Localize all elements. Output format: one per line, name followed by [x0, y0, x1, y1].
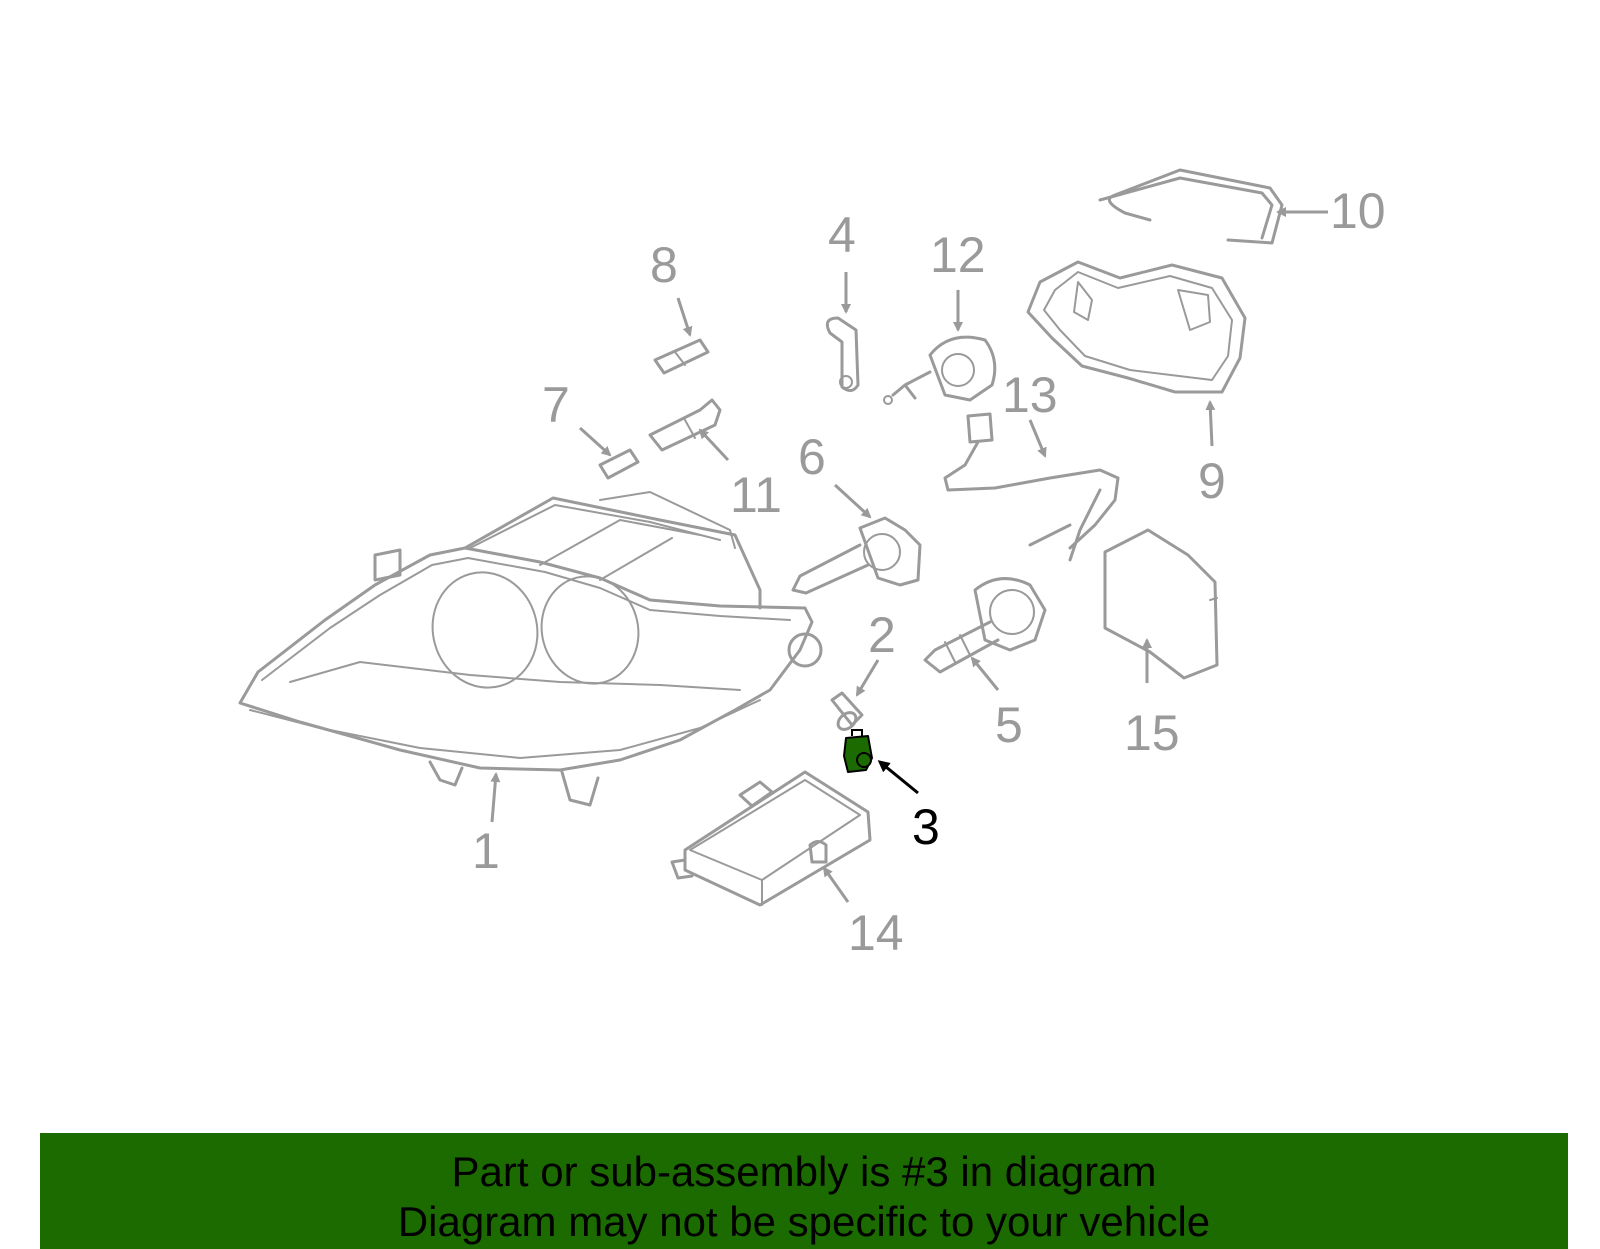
callout-5: 5 — [995, 697, 1023, 753]
part-13-wiring-harness[interactable] — [943, 412, 1120, 562]
callout-4: 4 — [828, 207, 856, 263]
callout-10: 10 — [1330, 183, 1386, 239]
part-1-headlamp-assembly[interactable] — [238, 491, 823, 807]
callout-6: 6 — [798, 429, 826, 485]
part-8-bulb[interactable] — [653, 338, 710, 375]
part-9-cover[interactable] — [1026, 260, 1247, 394]
callout-13: 13 — [1002, 367, 1058, 423]
callout-11: 11 — [730, 467, 782, 523]
part-5-xenon-bulb[interactable] — [923, 577, 1047, 674]
info-banner: Part or sub-assembly is #3 in diagram Di… — [40, 1133, 1568, 1249]
part-11-bulb[interactable] — [648, 398, 722, 452]
part-4-clip[interactable] — [825, 316, 860, 392]
part-15-control-module[interactable] — [1103, 528, 1219, 680]
callout-12: 12 — [930, 227, 986, 283]
callout-2: 2 — [868, 607, 896, 663]
callout-14: 14 — [848, 905, 904, 961]
callout-3-highlighted: 3 — [912, 799, 940, 855]
part-7-bulb[interactable] — [598, 448, 640, 480]
callout-7: 7 — [542, 377, 570, 433]
part-3-bulb-socket-highlighted[interactable] — [843, 729, 873, 773]
leader-lines — [490, 207, 1328, 903]
callout-15: 15 — [1124, 705, 1180, 761]
part-2-bulb[interactable] — [830, 691, 864, 733]
part-12-socket[interactable] — [883, 335, 997, 405]
part-14-ballast[interactable] — [670, 770, 872, 907]
banner-line-part-number: Part or sub-assembly is #3 in diagram — [451, 1148, 1157, 1195]
callout-8: 8 — [650, 237, 678, 293]
callout-1: 1 — [472, 823, 500, 879]
banner-line-disclaimer: Diagram may not be specific to your vehi… — [397, 1198, 1211, 1245]
part-6-halogen-bulb[interactable] — [791, 516, 922, 595]
callout-9: 9 — [1198, 453, 1226, 509]
part-10-wire-clip[interactable] — [1098, 168, 1284, 245]
